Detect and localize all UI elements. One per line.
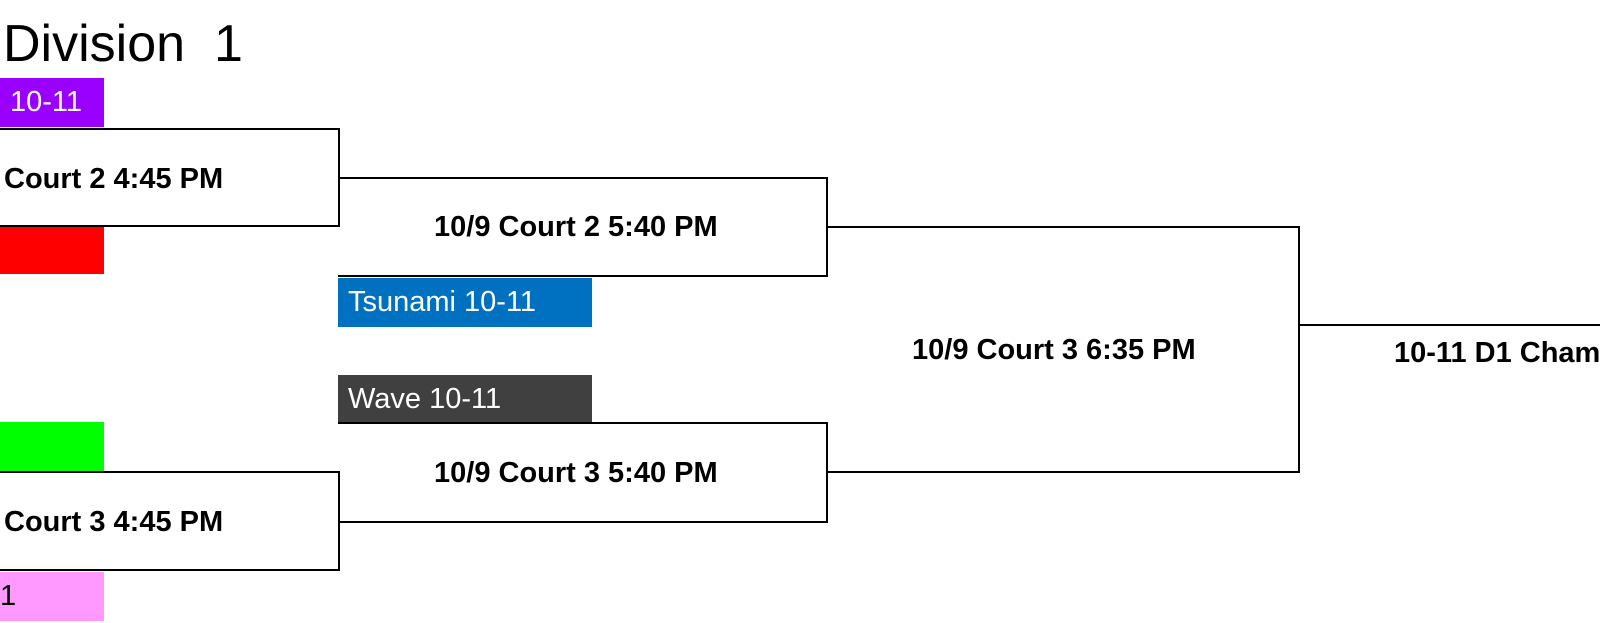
team-slot-green (0, 422, 104, 471)
team-slot-red (0, 225, 104, 274)
game-label-court2-540: 10/9 Court 2 5:40 PM (434, 211, 718, 243)
bracket-game-court3-635 (826, 226, 1300, 473)
game-label-court3-635: 10/9 Court 3 6:35 PM (912, 334, 1196, 366)
championship-label: 10-11 D1 Cham (1394, 337, 1600, 369)
team-slot-tsunami: Tsunami 10-11 (338, 278, 592, 327)
game-label-court2-445: Court 2 4:45 PM (4, 163, 224, 195)
team-slot-pink: 1 (0, 572, 104, 621)
team-slot-wave: Wave 10-11 (338, 375, 592, 424)
game-label-court3-540: 10/9 Court 3 5:40 PM (434, 457, 718, 489)
game-label-court3-445: Court 3 4:45 PM (4, 506, 224, 538)
team-slot-purple: 10-11 (0, 78, 104, 127)
championship-line (1298, 324, 1600, 326)
division-title: Division 1 (3, 15, 243, 73)
